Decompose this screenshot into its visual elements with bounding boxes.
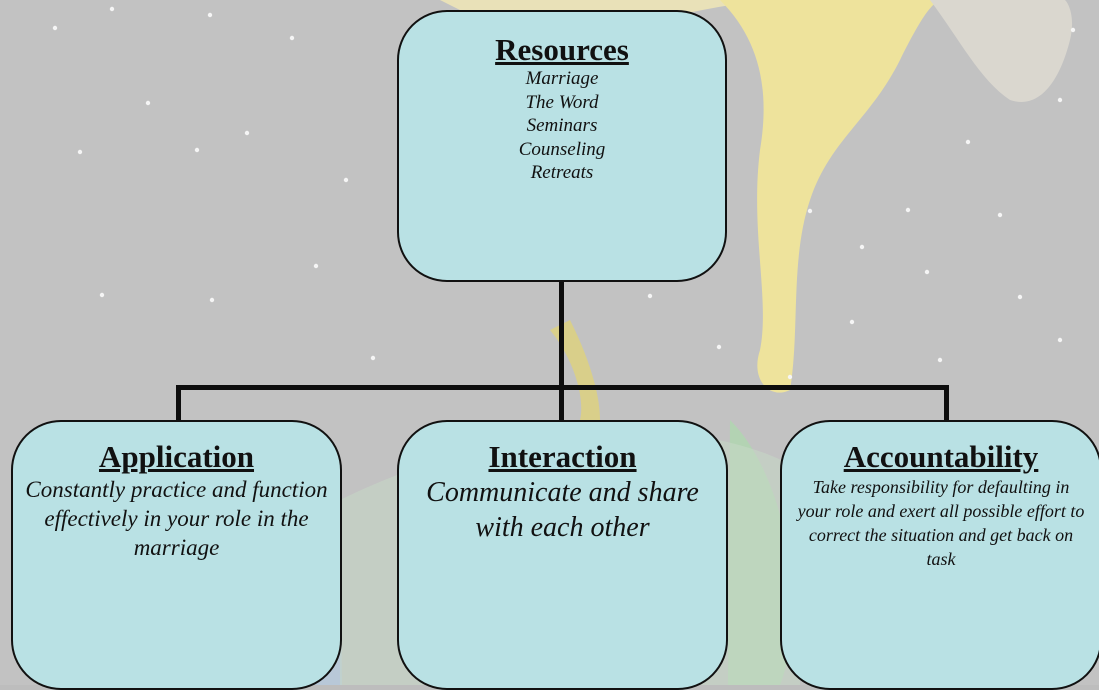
interaction-title: Interaction: [488, 439, 637, 474]
resources-node: Resources Marriage The Word Seminars Cou…: [397, 10, 727, 282]
resource-item-counseling: Counseling: [518, 138, 606, 160]
resource-item-retreats: Retreats: [530, 162, 594, 183]
connector-right-drop: [944, 385, 949, 421]
resource-item-seminars: Seminars: [526, 115, 598, 136]
application-node: Application Constantly practice and func…: [11, 420, 342, 690]
connector-middle-drop: [559, 385, 564, 421]
resources-title: Resources: [495, 32, 629, 67]
application-title: Application: [98, 439, 255, 474]
interaction-description: Communicate and share with each other: [426, 477, 699, 543]
interaction-node: Interaction Communicate and share with e…: [397, 420, 728, 690]
accountability-title: Accountability: [843, 439, 1039, 474]
connector-trunk: [559, 282, 564, 388]
resource-item-marriage: Marriage: [525, 68, 599, 89]
connector-left-drop: [176, 385, 181, 421]
accountability-node: Accountability Take responsibility for d…: [780, 420, 1099, 690]
resource-item-the-word: The Word: [525, 91, 599, 113]
application-description: Constantly practice and function effecti…: [25, 477, 328, 560]
accountability-description: Take responsibility for defaulting in yo…: [797, 477, 1085, 569]
